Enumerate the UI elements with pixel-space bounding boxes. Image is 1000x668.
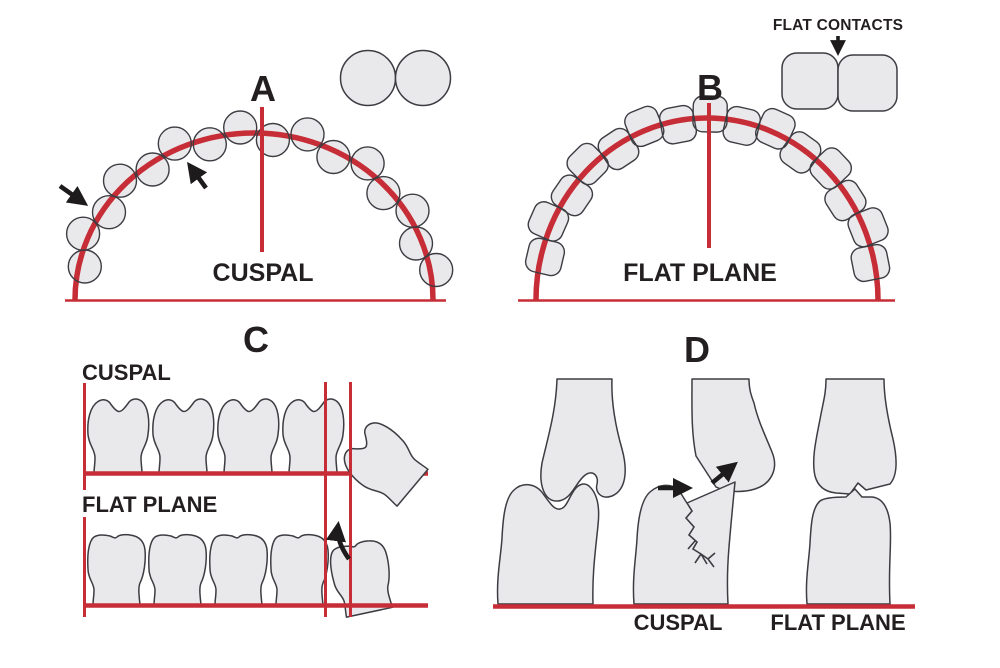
tooth-bead xyxy=(290,117,325,152)
cuspal-teeth-row xyxy=(87,398,345,475)
tooth-bead xyxy=(847,207,889,248)
tooth-bead xyxy=(419,252,454,288)
tooth-bead xyxy=(851,244,890,282)
panel-c-flatplane-label: FLAT PLANE xyxy=(82,492,217,517)
round-contact-left-tooth xyxy=(339,49,397,107)
tooth-bead xyxy=(525,238,565,276)
fracture-crack-branches xyxy=(687,540,716,568)
round-contact-right-tooth xyxy=(394,49,452,107)
tooth-bead xyxy=(91,194,127,230)
cuspal-lower-tooth xyxy=(496,483,600,605)
panel-b-label: FLAT PLANE xyxy=(623,259,777,287)
flat-contact-pair xyxy=(781,52,898,112)
panel-b-teeth-beads-fill xyxy=(525,95,890,282)
flat-lower-tooth xyxy=(805,488,892,605)
flat-tooth xyxy=(148,533,208,606)
tooth-bead xyxy=(157,126,193,161)
flat-tooth xyxy=(87,533,147,606)
tooth-bead xyxy=(103,164,137,198)
eruption-arrow-icon xyxy=(325,520,351,561)
flat-tooth xyxy=(270,533,330,606)
panel-c: C CUSPAL FLAT PLANE xyxy=(82,319,434,619)
tooth-bead xyxy=(527,201,570,242)
separated-upper-tooth xyxy=(691,378,776,493)
tooth-bead xyxy=(102,163,138,198)
panel-b-teeth-beads-outline xyxy=(524,95,891,283)
deflective-force-arrow-icon xyxy=(710,461,738,485)
panel-c-letter: C xyxy=(243,319,269,360)
panel-b-letter: B xyxy=(697,67,723,108)
tooth-bead xyxy=(396,194,429,228)
tooth-bead xyxy=(723,106,761,146)
flat-contact-right-tooth xyxy=(837,54,898,112)
cuspal-tooth xyxy=(217,398,280,475)
panel-d: D CUSPAL FLAT PLANE xyxy=(493,329,915,635)
flat-tooth xyxy=(209,533,269,606)
tooth-bead xyxy=(779,131,822,174)
fractured-lower-tooth xyxy=(632,481,736,605)
tooth-bead xyxy=(850,243,891,283)
fracture-crack-line xyxy=(684,502,709,560)
tooth-bead xyxy=(316,139,351,175)
tooth-bead xyxy=(65,216,101,251)
panel-a-label: CUSPAL xyxy=(213,259,314,287)
tooth-bead xyxy=(567,143,609,185)
tooth-bead xyxy=(351,146,385,180)
cuspal-tooth xyxy=(282,398,345,475)
panel-a-teeth-beads-outline xyxy=(65,110,454,288)
tooth-bead xyxy=(92,195,126,229)
panel-d-letter: D xyxy=(684,329,710,370)
tooth-bead xyxy=(398,226,434,261)
panel-b: B FLAT PLANE FLAT CONTACTS xyxy=(518,17,903,302)
panel-d-cuspal-label: CUSPAL xyxy=(634,610,723,635)
panel-d-flatplane-label: FLAT PLANE xyxy=(770,610,905,635)
contact-arrow-right-icon xyxy=(187,161,208,190)
tooth-bead xyxy=(350,146,385,181)
tooth-bead xyxy=(135,152,170,187)
panel-a: A CUSPAL xyxy=(58,49,454,302)
flat-contact-left-tooth xyxy=(781,52,839,110)
panel-c-cuspal-label: CUSPAL xyxy=(82,360,171,385)
tooth-bead xyxy=(366,175,401,211)
tooth-bead xyxy=(810,147,852,190)
tooth-bead xyxy=(136,153,170,186)
cuspal-tooth xyxy=(87,398,150,475)
flat-upper-tooth xyxy=(812,378,897,495)
flat-contacts-callout-label: FLAT CONTACTS xyxy=(773,17,903,34)
tooth-bead xyxy=(192,127,228,162)
tooth-bead xyxy=(659,105,697,144)
tooth-bead xyxy=(658,104,698,145)
tooth-bead xyxy=(809,147,853,190)
tooth-bead xyxy=(222,110,258,145)
flat-teeth-row xyxy=(87,533,330,606)
cuspal-tooth xyxy=(152,398,215,475)
round-contact-pair xyxy=(339,49,452,107)
contact-arrow-left-icon xyxy=(58,184,89,206)
tooth-bead xyxy=(597,127,640,171)
cuspal-upper-tooth xyxy=(540,378,626,502)
panel-a-letter: A xyxy=(250,68,276,109)
tooth-bead xyxy=(255,122,291,158)
tooth-bead xyxy=(722,105,761,146)
tooth-bead xyxy=(366,176,400,210)
